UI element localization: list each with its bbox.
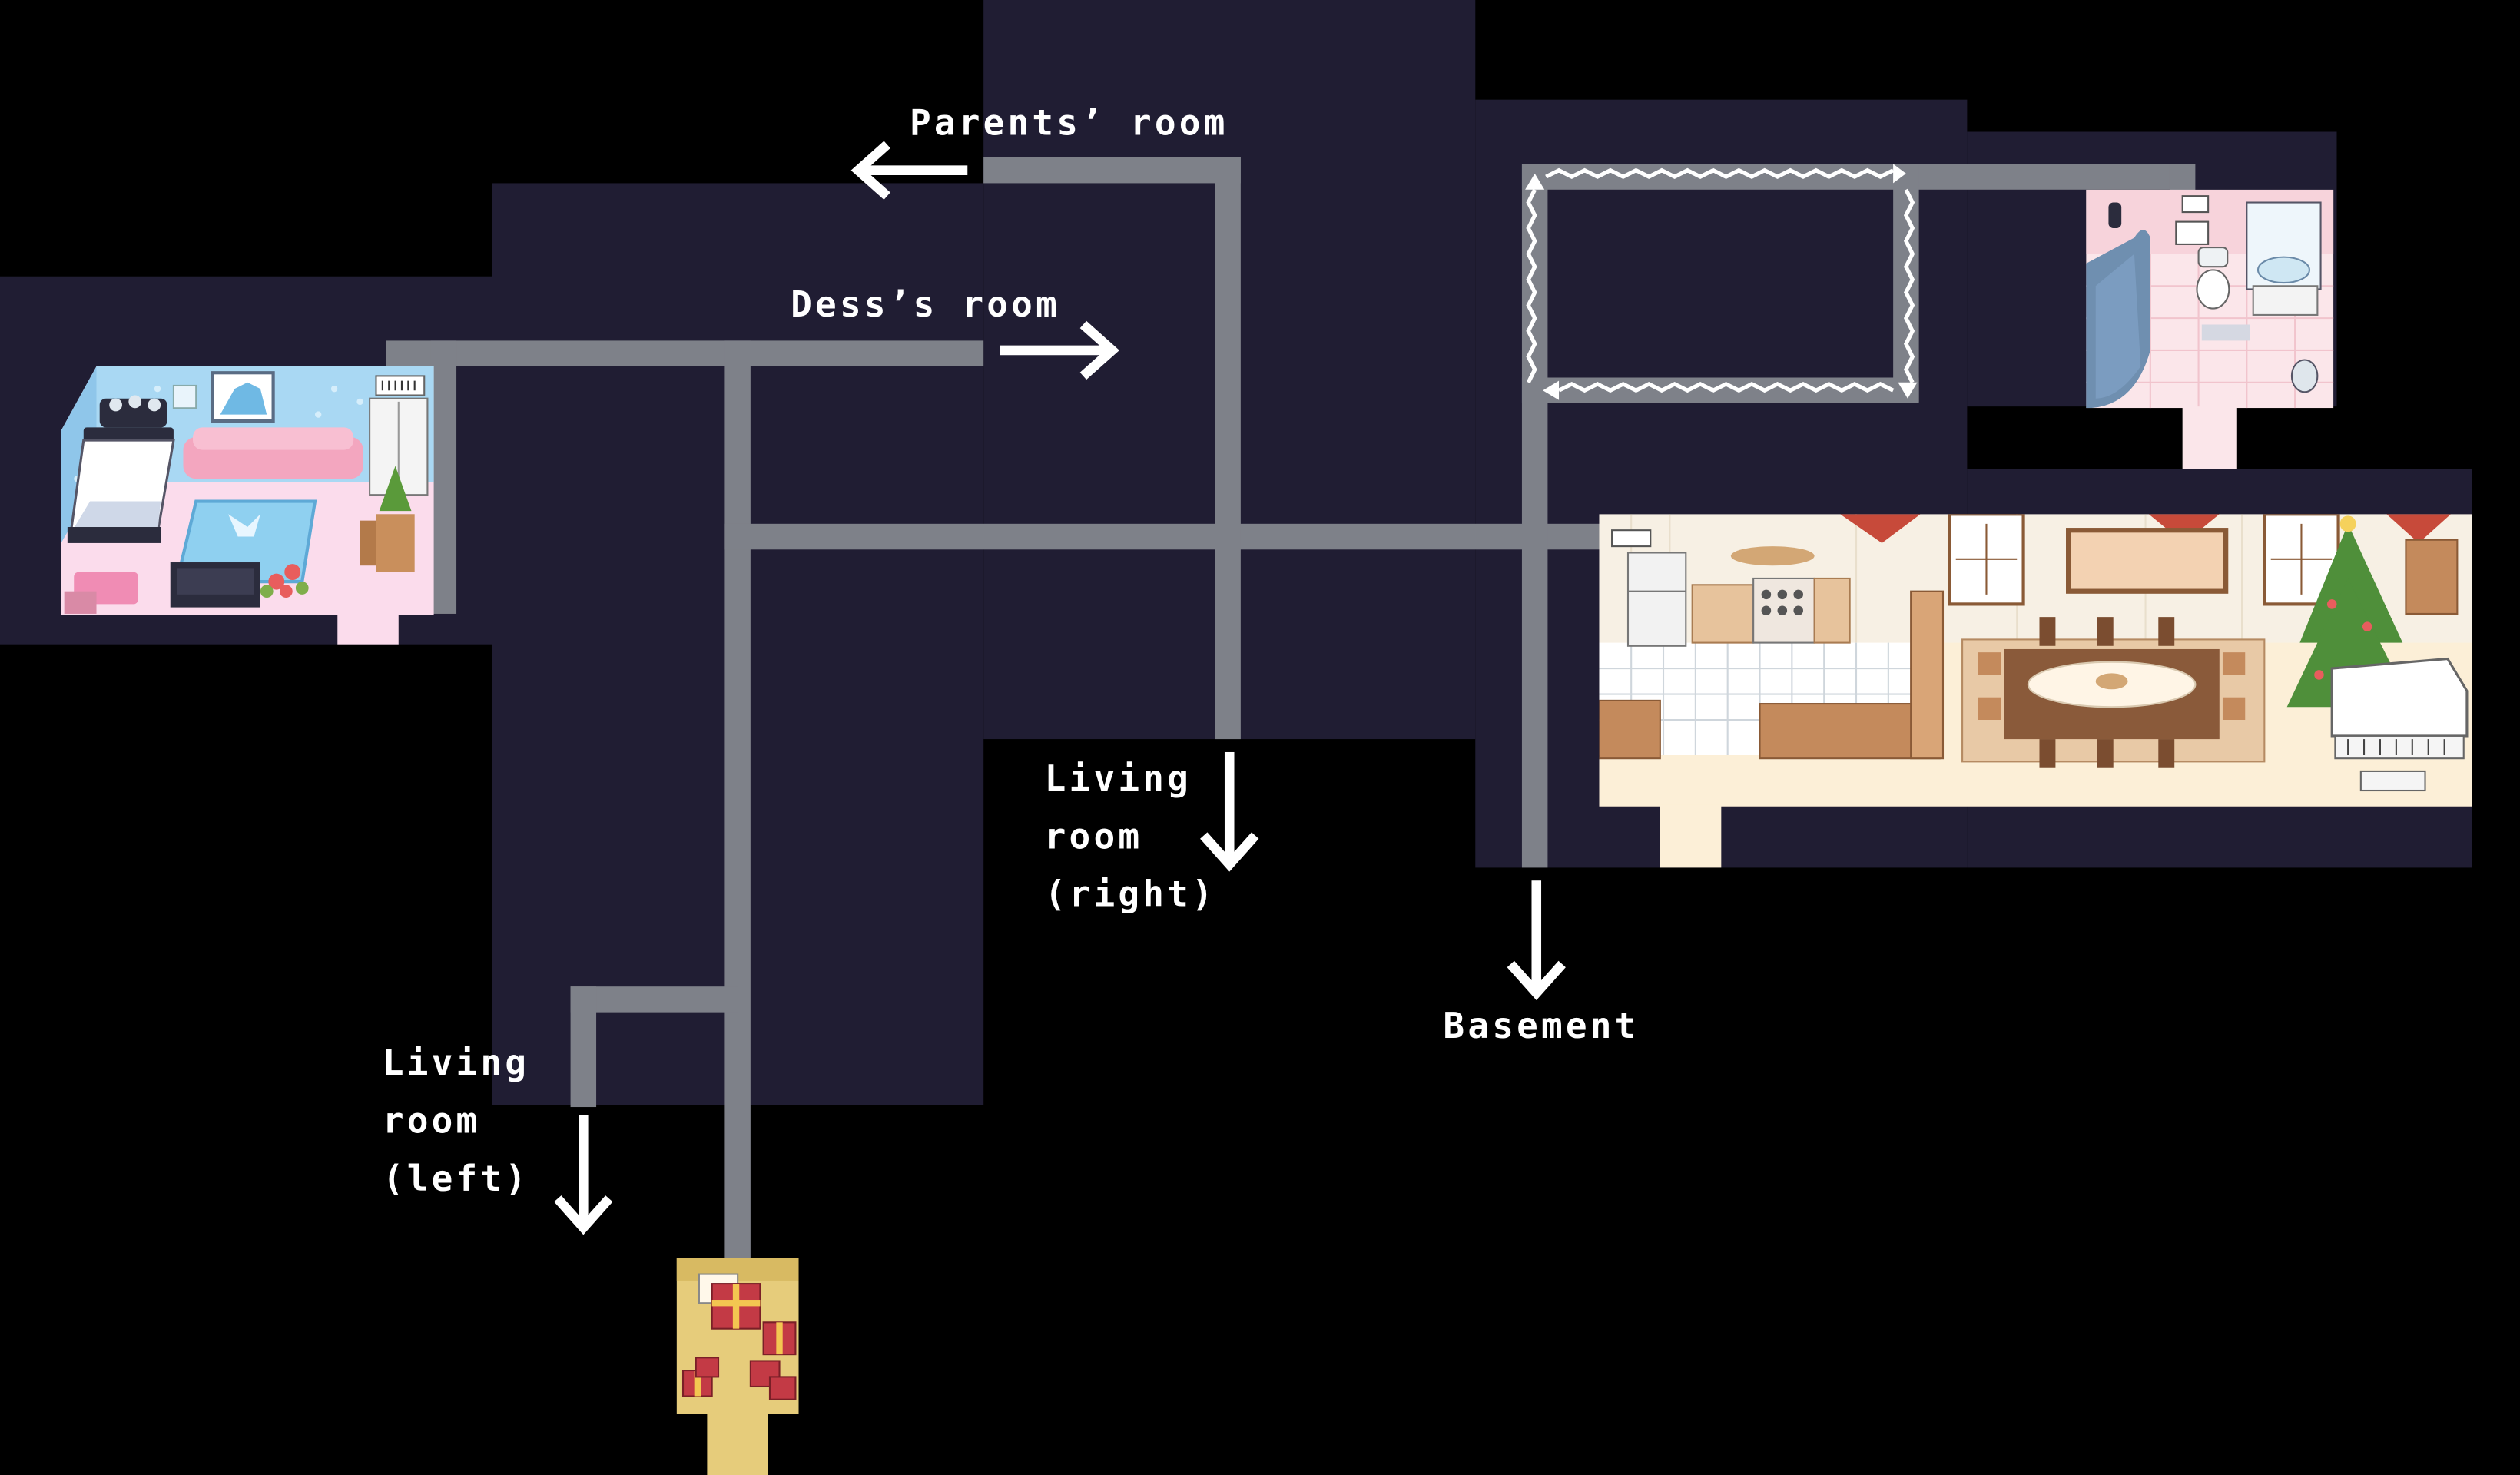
arrow-down-icon[interactable] [1504, 880, 1569, 1003]
corridor-path [724, 524, 1600, 549]
corridor-path [386, 340, 983, 366]
arrow-down-icon[interactable] [551, 1115, 615, 1238]
gift-room-doorway [707, 1414, 768, 1475]
label-living-room-left: Living room (left) [383, 1036, 529, 1210]
corridor-path [431, 340, 456, 614]
zigzag-loop-markers [1510, 154, 1928, 415]
corridor-path [1215, 157, 1240, 739]
bedroom-doorway [337, 614, 398, 645]
gift-room[interactable] [677, 1258, 799, 1414]
corridor-path [724, 340, 750, 1265]
label-living-room-right: Living room (right) [1045, 752, 1216, 926]
bathroom-doorway [2183, 406, 2237, 469]
arrow-down-icon[interactable] [1197, 752, 1262, 874]
arrow-right-icon[interactable] [1000, 318, 1122, 383]
bathroom-room[interactable] [2086, 190, 2333, 408]
kitchen-dining-room[interactable] [1599, 514, 2472, 807]
arrow-left-icon[interactable] [848, 138, 970, 203]
label-basement: Basement [1443, 999, 1639, 1057]
kitchen-doorway [1660, 805, 1721, 868]
corridor-path [983, 157, 1241, 183]
bedroom-room[interactable] [61, 366, 433, 615]
corridor-path [571, 986, 596, 1107]
